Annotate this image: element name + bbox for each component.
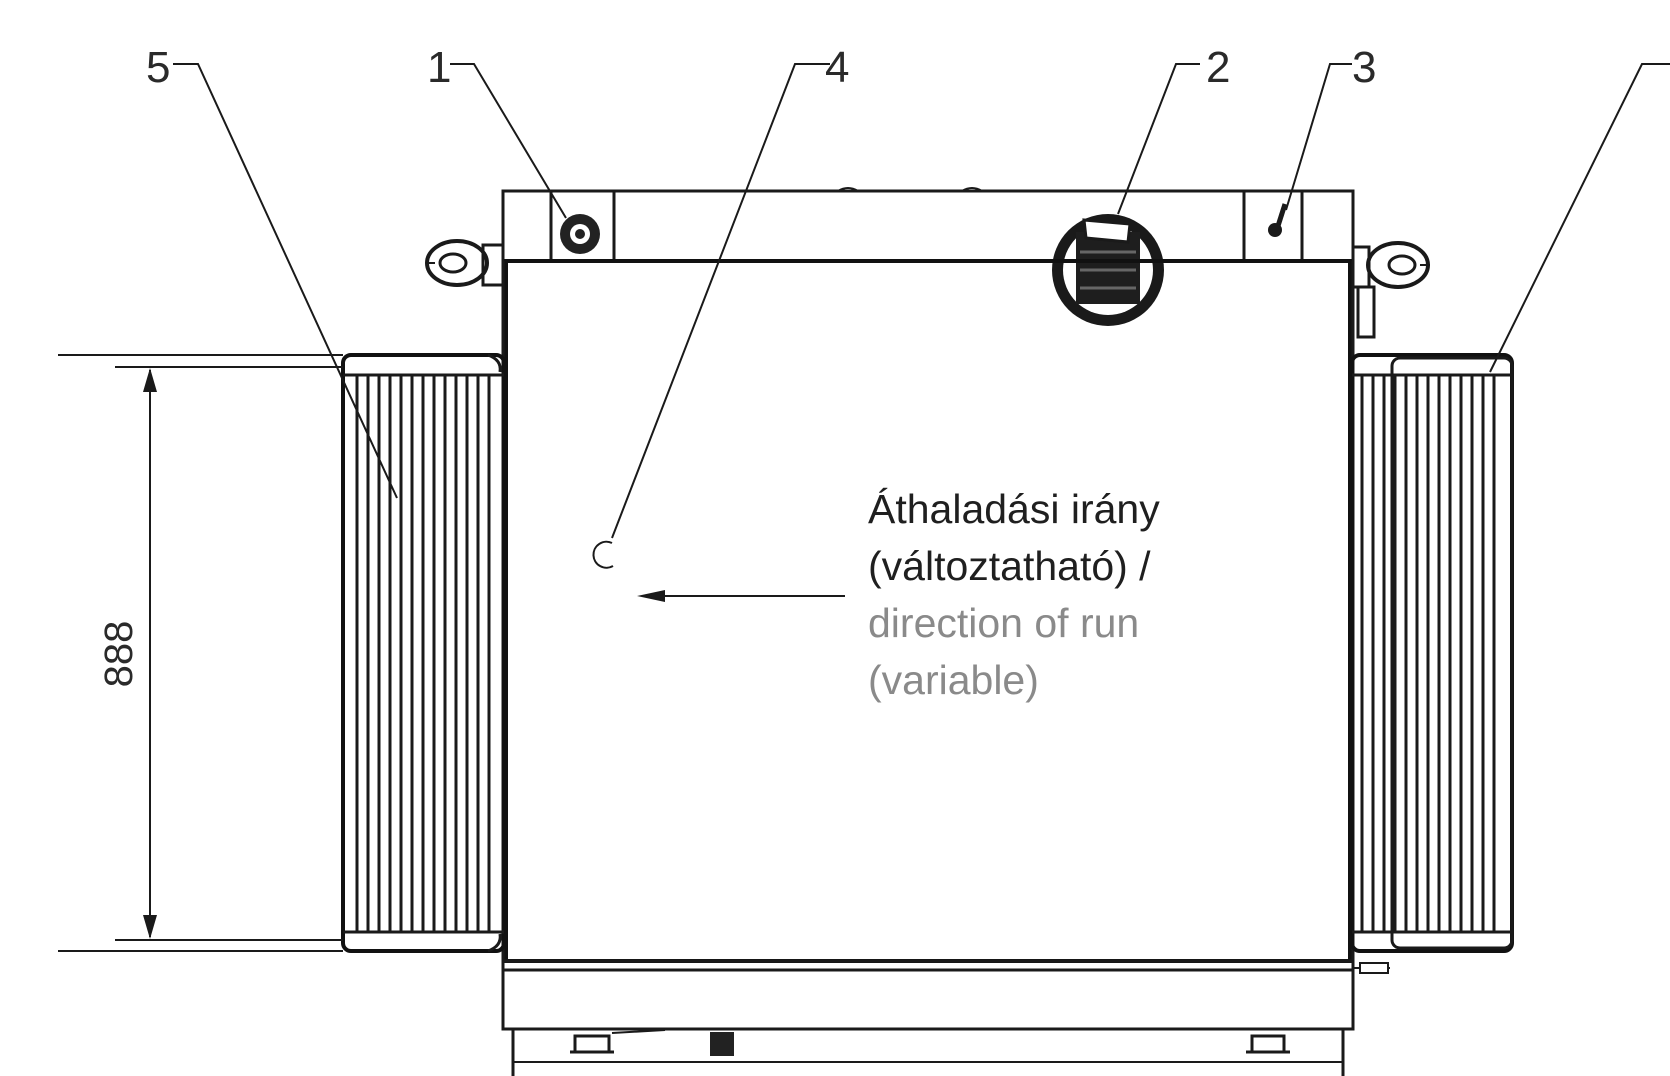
callout-3: 3 <box>1352 43 1376 92</box>
base-frame <box>501 959 1390 1076</box>
part-3-key <box>1268 203 1288 237</box>
part-1-socket <box>560 214 600 254</box>
note-line-2: (változtatható) / <box>868 543 1151 589</box>
part-4-marker <box>592 540 614 569</box>
left-knob <box>425 239 505 287</box>
note-line-3: direction of run <box>868 600 1139 646</box>
leader-lines <box>173 63 1670 539</box>
right-knob <box>1351 241 1430 339</box>
callout-numbers: 5 1 4 2 3 <box>146 43 1376 92</box>
dimension-888: 888 <box>58 354 343 952</box>
callout-1: 1 <box>427 43 451 92</box>
note-line-4: (variable) <box>868 657 1039 703</box>
callout-4: 4 <box>825 43 849 92</box>
note-line-1: Áthaladási irány <box>868 486 1160 532</box>
dimension-label: 888 <box>97 621 141 688</box>
part-2-display <box>1052 214 1164 326</box>
right-radiator <box>1350 353 1514 953</box>
callout-5: 5 <box>146 43 170 92</box>
left-radiator <box>341 353 506 953</box>
top-header <box>501 187 1355 263</box>
direction-arrow <box>637 590 845 602</box>
callout-2: 2 <box>1206 43 1230 92</box>
direction-note: Áthaladási irány (változtatható) / direc… <box>868 486 1160 703</box>
